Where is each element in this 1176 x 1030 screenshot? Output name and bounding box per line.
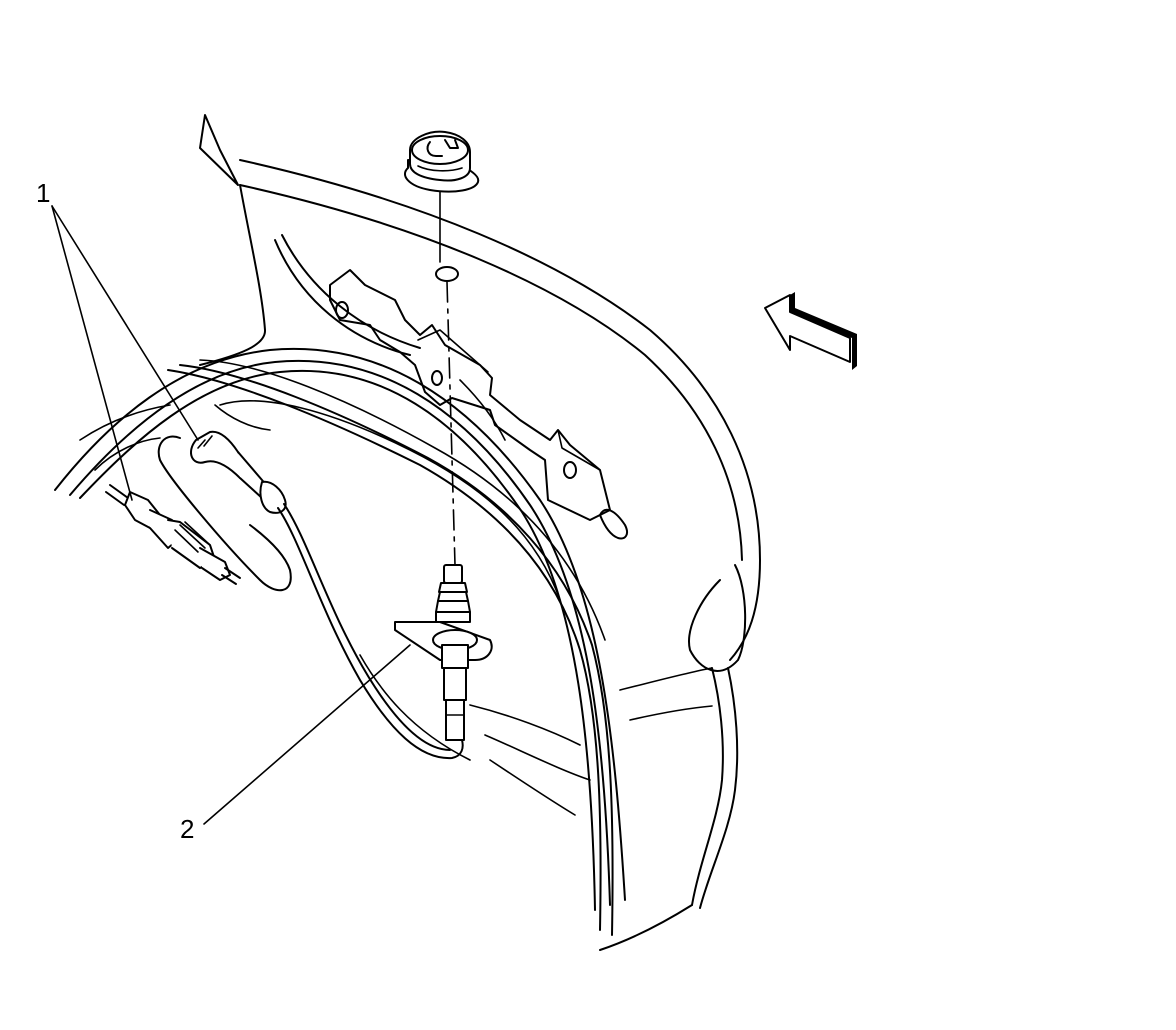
callout-2: 2	[180, 644, 411, 844]
fender-antenna-hole	[435, 266, 459, 282]
callout-1-label: 1	[36, 178, 50, 208]
callout-1: 1	[36, 178, 199, 501]
installation-axis-line	[439, 191, 456, 566]
callout-2-label: 2	[180, 814, 194, 844]
antenna-mast-base	[394, 564, 493, 741]
antenna-cable-connectors	[105, 430, 464, 760]
fender-panel	[199, 114, 761, 951]
antenna-grommet	[403, 130, 480, 193]
mounting-bracket	[329, 269, 628, 540]
view-direction-arrow-icon	[764, 292, 857, 370]
